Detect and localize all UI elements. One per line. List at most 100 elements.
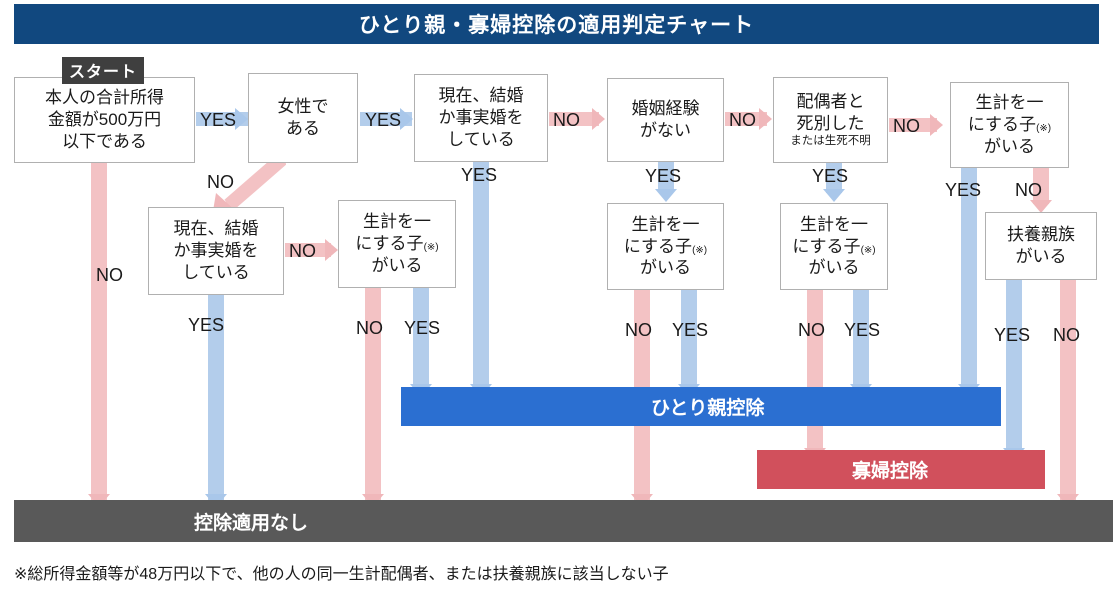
- arrow-yes-no-marriage-down: [658, 160, 674, 192]
- arrow-head-yes-no-marriage-down: [655, 189, 677, 202]
- label-no-child-second-3: NO: [798, 320, 825, 340]
- label-yes-female: YES: [365, 110, 402, 130]
- box-married-top[interactable]: 現在、結婚 か事実婚を している: [414, 74, 548, 162]
- label-no-spouse-deceased: NO: [893, 116, 920, 136]
- arrow-head-no-child-top-right-down: [1030, 200, 1052, 213]
- box-child-second-2-note: (※): [692, 244, 708, 256]
- box-married-second-line1: 現在、結婚: [173, 219, 259, 239]
- box-child-second-3-note: (※): [860, 244, 876, 256]
- box-child-second-3[interactable]: 生計を一 にする子(※) がいる: [780, 203, 888, 290]
- arrow-yes-dependent-down: [1006, 280, 1022, 452]
- arrow-head-yes-income-to-female: [235, 108, 248, 130]
- box-child-second-1-line1: 生計を一: [363, 212, 431, 232]
- box-child-second-2-line1: 生計を一: [631, 214, 700, 234]
- label-no-child-second-2: NO: [625, 320, 652, 340]
- box-no-marriage-history-line1: 婚姻経験: [631, 99, 700, 119]
- label-no-income: NO: [96, 265, 123, 285]
- arrow-no-spouse-deceased: [889, 118, 937, 132]
- arrow-yes-child-second-3-down: [853, 272, 869, 390]
- arrow-yes-child-second-2-down: [681, 272, 697, 390]
- arrow-no-dependent-down: [1060, 280, 1076, 500]
- box-child-second-3-line1: 生計を一: [800, 214, 868, 234]
- arrow-yes-married-top-down: [473, 160, 489, 390]
- start-tag: スタート: [62, 57, 145, 84]
- box-married-second-line3: している: [182, 262, 250, 282]
- arrow-no-child-top-right-down: [1033, 166, 1049, 204]
- box-female-line1: 女性で: [277, 97, 329, 117]
- box-income-line2: 金額が500万円: [47, 110, 162, 130]
- arrow-head-no-spouse-deceased: [930, 114, 943, 136]
- label-yes-child-second-1: YES: [404, 318, 441, 338]
- box-married-top-line2: か事実婚を: [438, 108, 524, 128]
- result-bar-kafu: 寡婦控除: [757, 450, 1045, 489]
- arrow-head-yes-female-to-married-top: [400, 108, 413, 130]
- box-income-line3: 以下である: [62, 131, 147, 151]
- box-married-second[interactable]: 現在、結婚 か事実婚を している: [148, 207, 284, 295]
- box-child-second-2[interactable]: 生計を一 にする子(※) がいる: [607, 203, 724, 290]
- label-yes-dependent: YES: [994, 325, 1031, 345]
- label-no-dependent: NO: [1053, 325, 1080, 345]
- result-bar-hitorioya-label: ひとり親控除: [651, 398, 765, 419]
- label-yes-income: YES: [200, 110, 237, 130]
- label-no-married-top: NO: [553, 110, 580, 130]
- box-child-top-right-line2: にする子(※): [968, 114, 1051, 136]
- box-child-second-1-line3: がいる: [371, 255, 423, 275]
- label-yes-child-top-right: YES: [945, 180, 982, 200]
- box-dependent-relative-line2: がいる: [1015, 247, 1067, 266]
- label-no-child-second-1: NO: [356, 318, 383, 338]
- box-no-marriage-history-line2: がない: [640, 121, 691, 140]
- arrow-yes-child-second-1-down: [413, 270, 429, 390]
- chart-title: ひとり親・寡婦控除の適用判定チャート: [358, 14, 755, 37]
- box-married-top-line1: 現在、結婚: [438, 86, 524, 106]
- chart-title-bar: ひとり親・寡婦控除の適用判定チャート: [14, 4, 1099, 44]
- box-child-top-right-line2-text: にする子: [967, 115, 1037, 135]
- result-bar-kafu-label: 寡婦控除: [852, 461, 929, 482]
- box-child-second-2-line2-text: にする子: [623, 236, 693, 256]
- box-female-line2: ある: [286, 119, 320, 138]
- box-income[interactable]: 本人の合計所得 金額が500万円 以下である: [14, 77, 195, 163]
- arrow-yes-married-second-down: [208, 292, 224, 500]
- label-yes-married-top: YES: [461, 165, 498, 185]
- arrow-no-income-down: [91, 140, 107, 500]
- box-child-second-1-line2: にする子(※): [355, 233, 438, 255]
- arrow-no-child-second-1-down: [365, 270, 381, 500]
- box-dependent-relative-line1: 扶養親族: [1007, 225, 1075, 245]
- result-bar-hitorioya: ひとり親控除: [401, 387, 1001, 426]
- label-no-no-marriage: NO: [729, 110, 756, 130]
- box-dependent-relative[interactable]: 扶養親族 がいる: [985, 212, 1097, 280]
- box-child-second-2-line2: にする子(※): [624, 236, 707, 258]
- arrow-yes-spouse-deceased-down: [826, 161, 842, 193]
- arrow-yes-female-to-married-top: [360, 112, 412, 126]
- arrow-no-married-second: [285, 243, 331, 257]
- box-child-top-right[interactable]: 生計を一 にする子(※) がいる: [950, 82, 1069, 168]
- box-child-second-3-line2: にする子(※): [792, 236, 875, 258]
- box-spouse-deceased[interactable]: 配偶者と 死別した または生死不明: [773, 77, 888, 163]
- label-no-married-second: NO: [289, 241, 316, 261]
- box-child-second-1[interactable]: 生計を一 にする子(※) がいる: [338, 200, 456, 288]
- box-child-top-right-line1: 生計を一: [975, 93, 1044, 113]
- box-female[interactable]: 女性で ある: [248, 73, 358, 163]
- box-child-second-3-line2-text: にする子: [792, 236, 861, 256]
- box-child-top-right-line3: がいる: [984, 136, 1035, 156]
- box-child-second-1-line2-text: にする子: [355, 234, 424, 254]
- box-no-marriage-history[interactable]: 婚姻経験 がない: [607, 78, 724, 162]
- result-bar-none: 控除適用なし: [14, 500, 1113, 542]
- arrow-no-child-second-3-down: [807, 272, 823, 454]
- arrow-yes-child-top-right-down: [961, 166, 977, 390]
- arrow-no-married-top: [549, 112, 599, 126]
- label-no-child-top-right: NO: [1015, 180, 1042, 200]
- arrow-head-no-married-top: [592, 108, 605, 130]
- result-bar-none-label: 控除適用なし: [194, 512, 309, 534]
- box-child-second-1-note: (※): [423, 242, 439, 254]
- arrow-no-no-marriage: [725, 112, 767, 126]
- label-no-female: NO: [207, 172, 234, 192]
- footnote: ※総所得金額等が48万円以下で、他の人の同一生計配偶者、または扶養親族に該当しな…: [14, 566, 669, 583]
- box-married-second-line2: か事実婚を: [173, 241, 259, 261]
- arrow-head-yes-spouse-deceased-down: [823, 189, 845, 202]
- label-yes-spouse-deceased: YES: [812, 166, 849, 186]
- box-spouse-deceased-sub: または生死不明: [790, 135, 871, 148]
- arrow-no-child-second-2-down: [634, 272, 650, 500]
- label-yes-child-second-3: YES: [844, 320, 881, 340]
- box-spouse-deceased-line2: 死別した: [796, 113, 865, 133]
- box-spouse-deceased-line1: 配偶者と: [796, 91, 865, 111]
